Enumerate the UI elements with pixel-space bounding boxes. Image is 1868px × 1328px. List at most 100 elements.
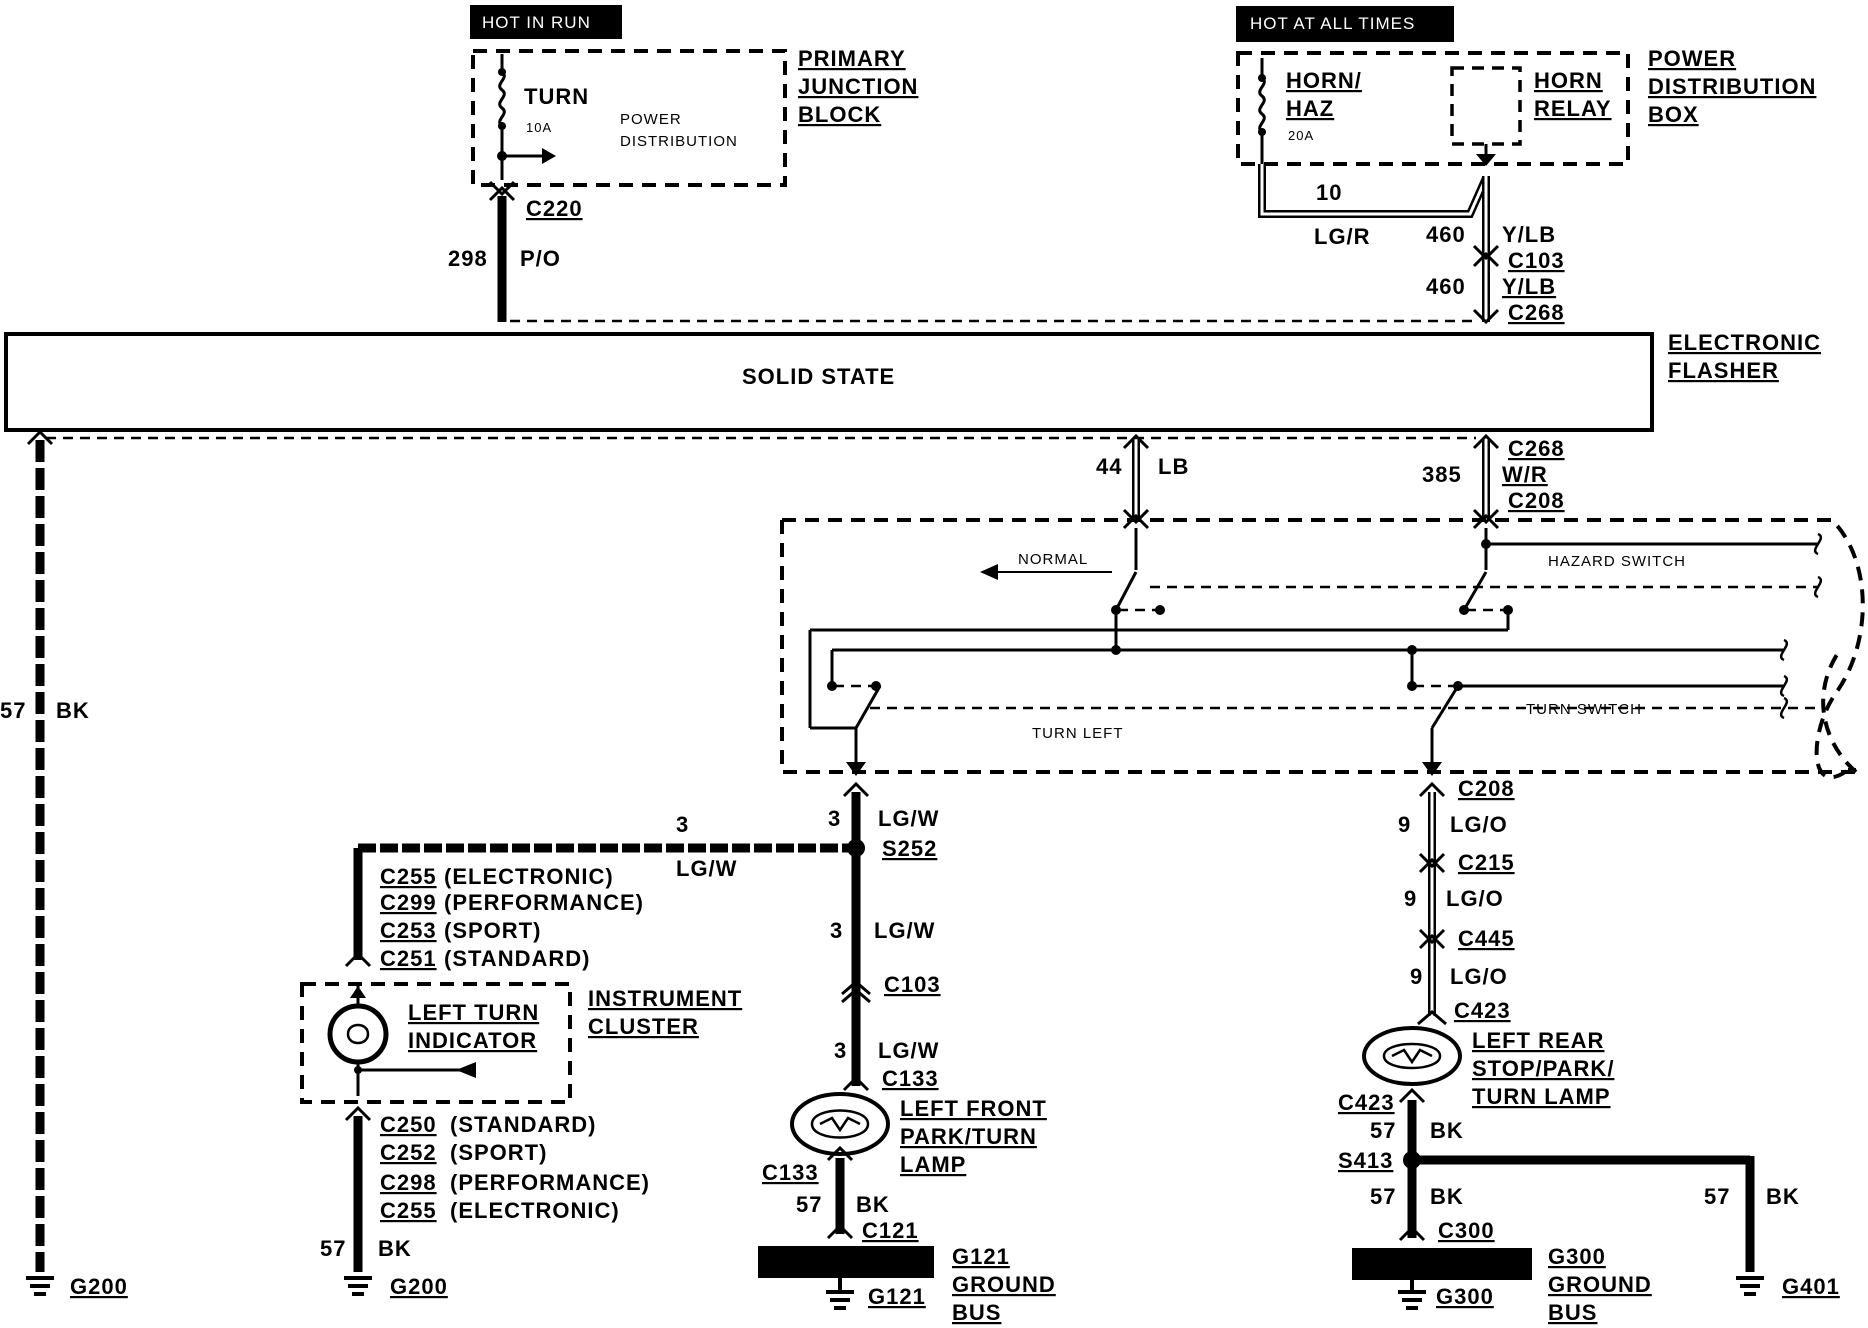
c252-text: (SPORT) (450, 1140, 547, 1165)
c253-text: (SPORT) (444, 918, 541, 943)
connector-c121 (826, 1223, 854, 1240)
indicator-ground-arrow (456, 1062, 476, 1078)
connector-c103-bottom (841, 980, 871, 1004)
connector-c423-bottom (1398, 1087, 1426, 1104)
c298-conn: C298 (380, 1170, 437, 1195)
indicator-lead-arrow (350, 986, 366, 998)
c255-bottom-text: (ELECTRONIC) (450, 1198, 620, 1223)
wire-57-rear-number-2: 57 (1370, 1184, 1396, 1209)
indicator-name-2: INDICATOR (408, 1028, 537, 1053)
front-lamp-name-1: LEFT FRONT (900, 1096, 1047, 1121)
turn-switch-label: TURN SWITCH (1526, 701, 1642, 718)
wire-10-inner (1260, 164, 1488, 216)
hazard-blade-right (1462, 571, 1488, 611)
wire-10 (1258, 164, 1490, 218)
hazard-blade-left (1114, 571, 1138, 611)
left-rear-lamp-filament (1382, 1042, 1442, 1070)
c255-electronic-conn: C255 (380, 864, 437, 889)
connector-cluster-top (344, 951, 372, 968)
horn-relay-label-2: RELAY (1534, 96, 1612, 121)
horn-haz-fuse-dot-bottom (1258, 128, 1266, 136)
connector-flasher-ground (26, 429, 54, 446)
g200-left-label: G200 (70, 1274, 128, 1299)
connector-c268-bottom (1472, 433, 1500, 450)
c251-conn: C251 (380, 946, 437, 971)
hot-in-run-label: HOT IN RUN (482, 13, 591, 32)
hazard-dash-end (1813, 575, 1823, 599)
wire-460-number-2: 460 (1426, 274, 1466, 299)
turn-fuse-symbol (498, 54, 506, 180)
rear-lamp-name-2: STOP/PARK/ (1472, 1056, 1614, 1081)
hazard-contact-right-a (1459, 605, 1469, 615)
electronic-flasher-box (4, 332, 1654, 432)
g121-label-bottom: G121 (868, 1284, 926, 1309)
wire-385-number: 385 (1422, 462, 1462, 487)
horn-haz-fuse-rating: 20A (1288, 128, 1314, 143)
c208-label-bottom: C208 (1458, 776, 1515, 801)
c298-text: (PERFORMANCE) (450, 1170, 650, 1195)
wire-460-color-1: Y/LB (1502, 222, 1556, 247)
c252-conn: C252 (380, 1140, 437, 1165)
c255-electronic-text: (ELECTRONIC) (444, 864, 614, 889)
wire-44-color: LB (1158, 454, 1189, 479)
wire-9-number-3: 9 (1410, 964, 1423, 989)
ground-g200-left (26, 1276, 54, 1296)
horn-haz-fuse-symbol (1258, 58, 1266, 164)
ground-g121 (826, 1290, 854, 1310)
g401-label: G401 (1782, 1274, 1840, 1299)
connector-cluster-bottom (344, 1105, 372, 1122)
c133-label-top: C133 (882, 1066, 939, 1091)
c121-label: C121 (862, 1218, 919, 1243)
turn-switch-bus-end (1779, 674, 1789, 698)
wire-57-rear-number-1: 57 (1370, 1118, 1396, 1143)
connector-c208-bottom (1418, 781, 1446, 798)
c423-label-bottom: C423 (1338, 1090, 1395, 1115)
c299-text: (PERFORMANCE) (444, 890, 644, 915)
c423-label-top: C423 (1454, 998, 1511, 1023)
c103-label-bottom: C103 (884, 972, 941, 997)
wire-57-g401-number: 57 (1704, 1184, 1730, 1209)
c268-label-bottom: C268 (1508, 436, 1565, 461)
c208-label-top: C208 (1508, 488, 1565, 513)
connector-c445 (1418, 928, 1446, 950)
pdb-title-1: POWER (1648, 46, 1736, 71)
ground-g300 (1398, 1290, 1426, 1310)
connector-wire-3-top (842, 781, 870, 798)
cluster-name-1: INSTRUMENT (588, 986, 742, 1011)
normal-arrow-head (980, 564, 998, 580)
g300-ground-bus (1352, 1248, 1532, 1280)
instrument-cluster-box (300, 982, 572, 1104)
wire-460-color-2: Y/LB (1502, 274, 1556, 299)
horn-haz-fuse-dot-top (1258, 74, 1266, 82)
turn-node-left (827, 681, 837, 691)
wire-9-number-1: 9 (1398, 812, 1411, 837)
g300-label-bottom: G300 (1436, 1284, 1494, 1309)
wire-9-color-1: LG/O (1450, 812, 1508, 837)
primary-junction-block-title-1: PRIMARY (798, 46, 906, 71)
c255-bottom-conn: C255 (380, 1198, 437, 1223)
c215-label: C215 (1458, 850, 1515, 875)
ground-g200-cluster (344, 1276, 372, 1296)
connector-c300 (1398, 1225, 1426, 1242)
s413-label: S413 (1338, 1148, 1393, 1173)
c250-conn: C250 (380, 1112, 437, 1137)
wire-3-color-top: LG/W (676, 856, 737, 881)
connector-wire-44-top (1122, 433, 1150, 450)
wire-57-left-number: 57 (0, 698, 26, 723)
flasher-name-1: ELECTRONIC (1668, 330, 1821, 355)
left-front-lamp-filament (810, 1109, 870, 1139)
wire-57-front-color: BK (856, 1192, 890, 1217)
turn-switch-dash-end (1779, 696, 1789, 720)
hot-at-all-times-banner (1236, 6, 1454, 42)
ground-g401 (1736, 1276, 1764, 1296)
turn-fuse-name: TURN (524, 84, 589, 109)
cluster-name-2: CLUSTER (588, 1014, 699, 1039)
flasher-body-text: SOLID STATE (742, 364, 895, 389)
turn-blade-left (854, 685, 882, 729)
c103-label-top: C103 (1508, 248, 1565, 273)
hazard-switch-label: HAZARD SWITCH (1548, 553, 1686, 570)
connector-c215 (1418, 852, 1446, 874)
left-front-lamp (790, 1092, 890, 1156)
wire-57-g401-color: BK (1766, 1184, 1800, 1209)
